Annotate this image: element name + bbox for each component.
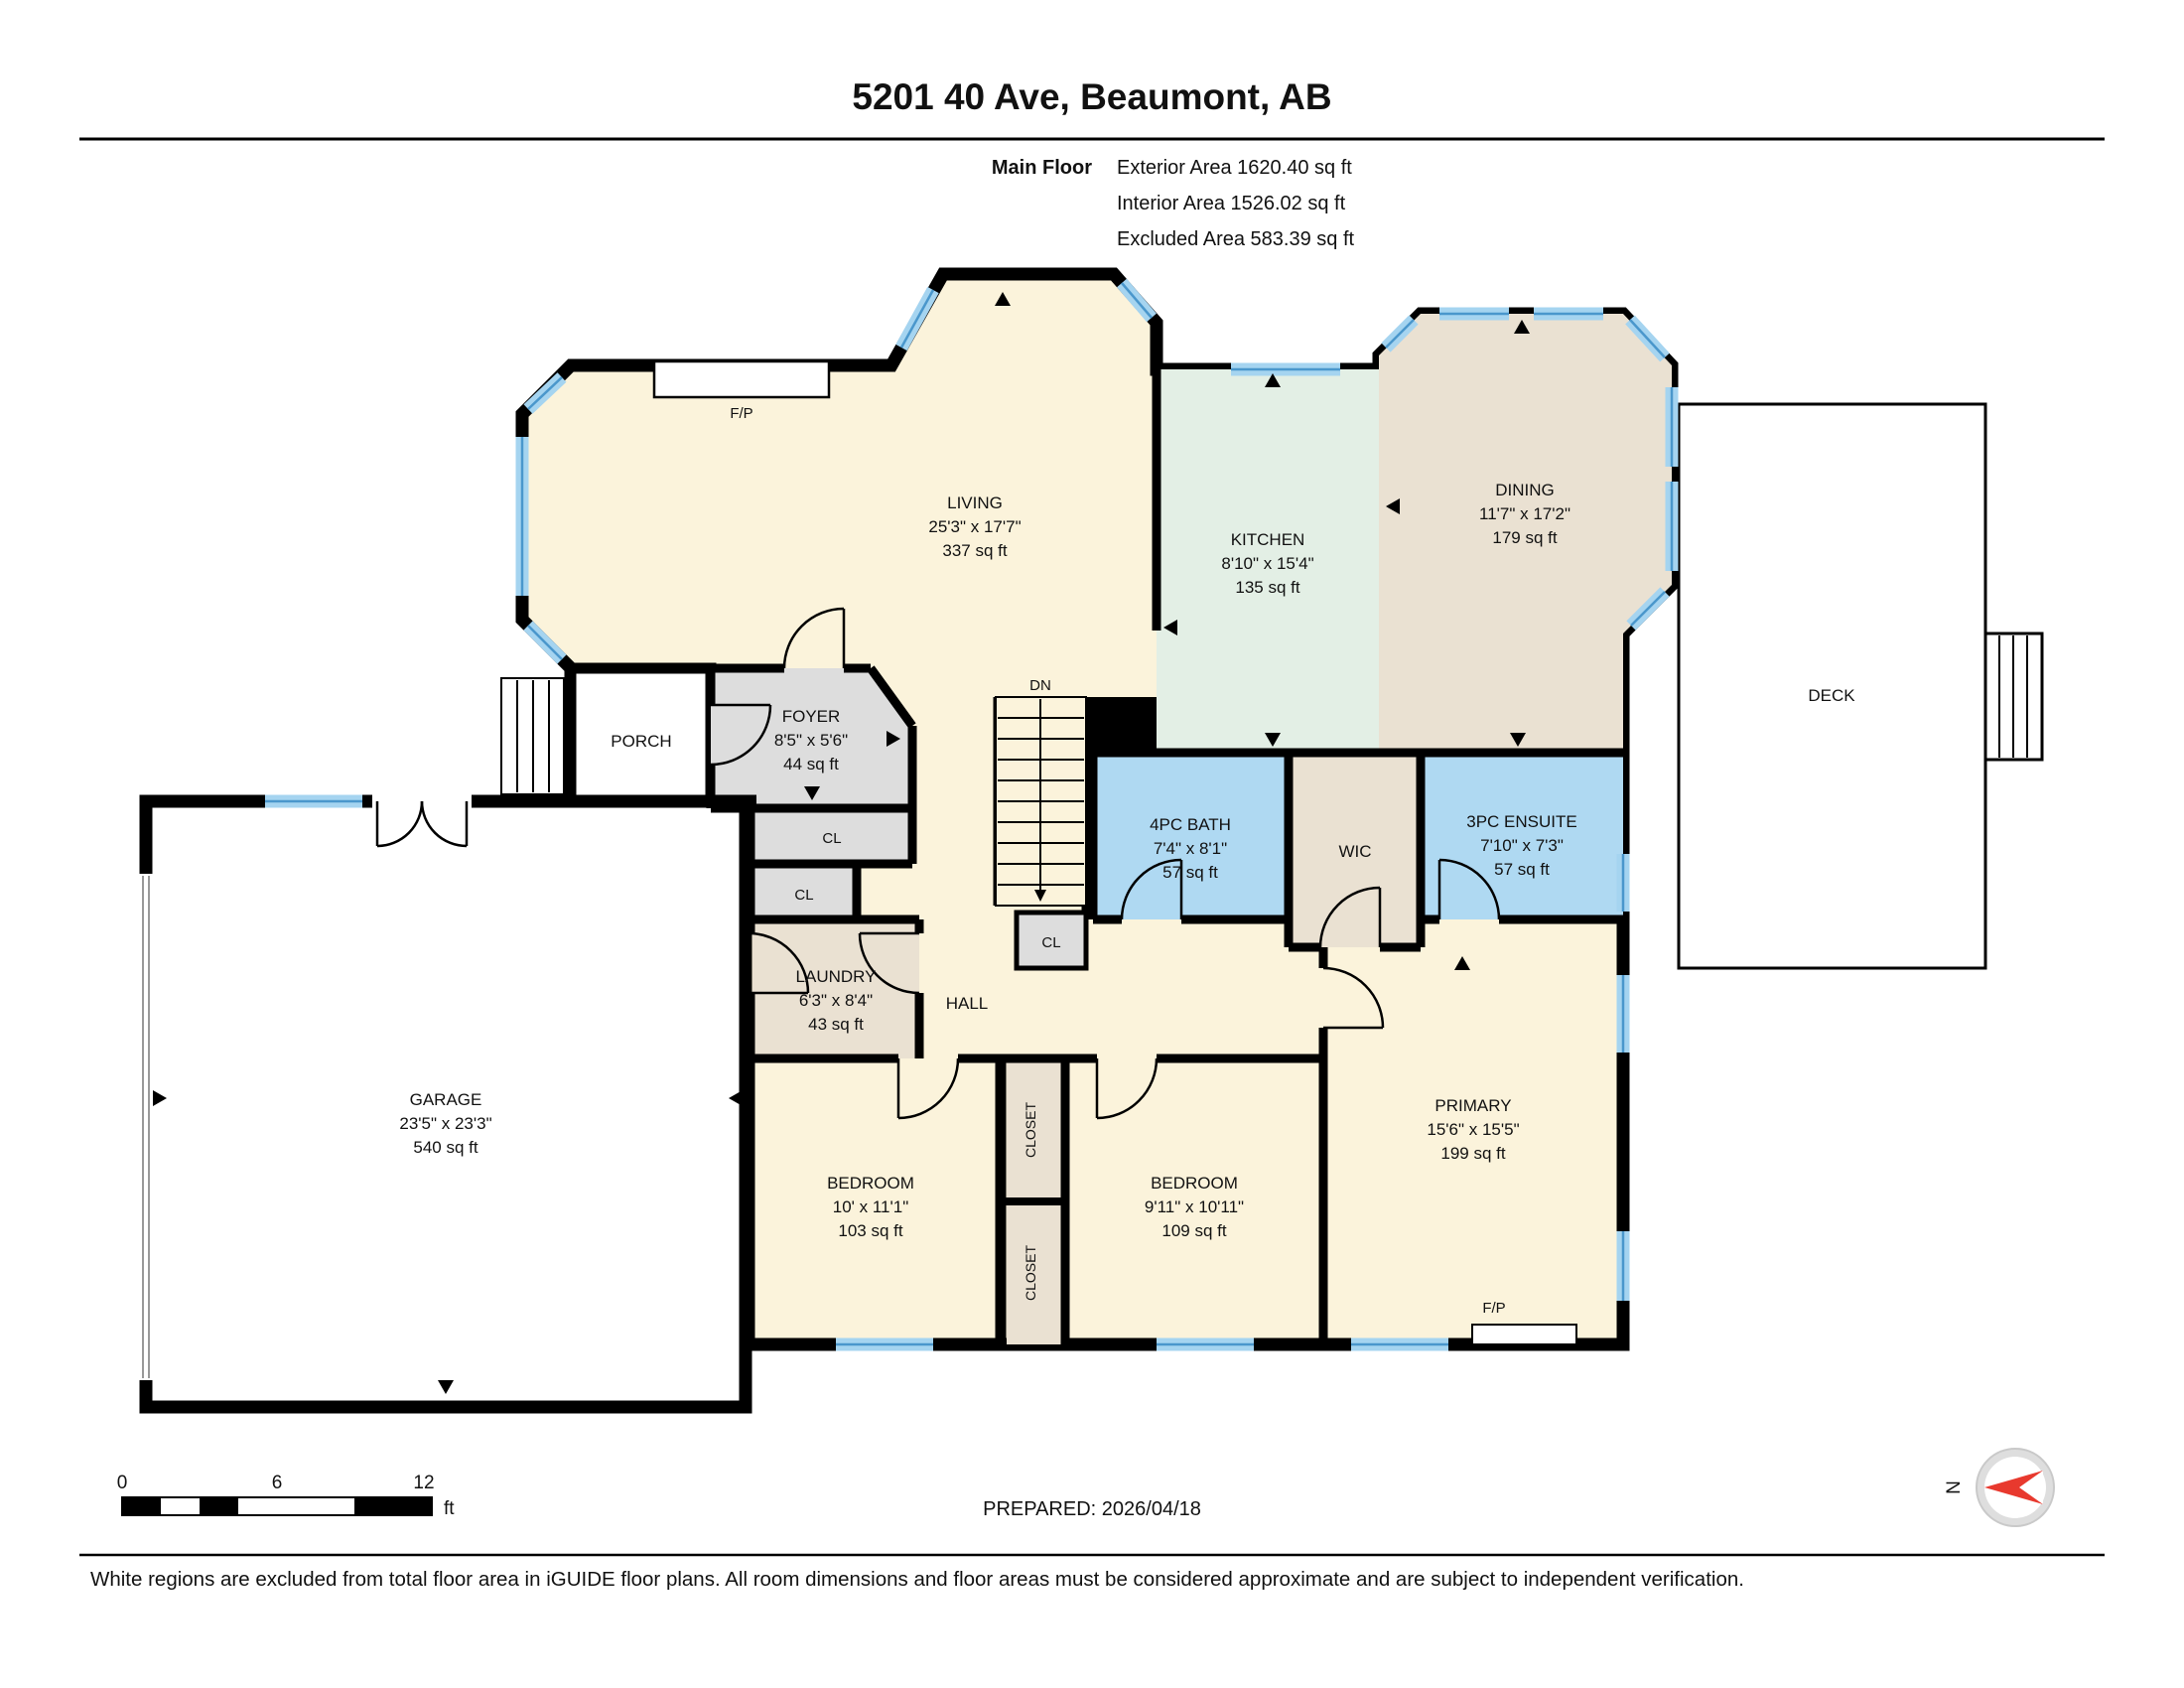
prepared-date: PREPARED: 2026/04/18 [983,1498,1201,1520]
room-dining [1379,314,1672,753]
porch-steps [500,677,565,795]
bedroom1-dims: 10' x 11'1" [833,1197,908,1216]
scale-bar: 0 6 12 ft [117,1473,456,1519]
excluded-area: Excluded Area 583.39 sq ft [1117,228,1354,250]
room-fills [139,314,1672,1414]
stairs [995,696,1087,907]
kitchen-dims: 8'10" x 15'4" [1221,554,1313,573]
scale-zero: 0 [117,1473,128,1493]
opening-arrows [153,292,1530,1394]
interior-area: Interior Area 1526.02 sq ft [1117,193,1346,214]
garage-door [138,874,154,1380]
doors [372,607,1501,1120]
room-kitchen [1157,369,1379,753]
primary-fireplace [1471,1324,1577,1345]
compass-north-label: N [1944,1480,1965,1494]
living-fp-label: F/P [730,405,752,422]
laundry-name: LAUNDRY [796,967,877,986]
compass: N [1944,1448,2055,1527]
bedroom2-dims: 9'11" x 10'11" [1145,1197,1244,1216]
hall-label: HALL [946,994,989,1013]
room-garage [139,794,752,1414]
kitchen-area: 135 sq ft [1235,578,1299,597]
foyer-dims: 8'5" x 5'6" [774,731,848,750]
interior-walls [564,369,1623,1350]
bedroom2-name: BEDROOM [1151,1174,1238,1193]
laundry-area: 43 sq ft [808,1015,864,1034]
room-labels: LIVING 25'3" x 17'7" 337 sq ft KITCHEN 8… [399,405,1855,1317]
garage-area: 540 sq ft [413,1138,478,1157]
room-cl1 [752,808,912,864]
foyer-area: 44 sq ft [783,755,839,774]
stairs-down-arrow [1034,890,1046,902]
dining-dims: 11'7" x 17'2" [1479,504,1570,523]
room-bath [1093,753,1289,919]
bedroom2-area: 109 sq ft [1161,1221,1226,1240]
living-fireplace [652,359,831,399]
porch-label: PORCH [611,732,671,751]
room-cl2 [752,864,857,919]
garage-dims: 23'5" x 23'3" [399,1114,491,1133]
room-closet-b [1007,1201,1065,1344]
foyer-name: FOYER [782,707,841,726]
scale-twelve: 12 [413,1473,434,1493]
page-title: 5201 40 Ave, Beaumont, AB [852,76,1331,117]
bath-dims: 7'4" x 8'1" [1154,839,1227,858]
scale-six: 6 [272,1473,283,1493]
room-closet-a [1007,1058,1065,1201]
primary-dims: 15'6" x 15'5" [1427,1120,1519,1139]
dn-label: DN [1029,677,1051,694]
room-ensuite [1421,753,1623,919]
living-area: 337 sq ft [942,541,1007,560]
fireplaces [652,359,1577,1345]
deck-outline [1677,402,1987,970]
header: 5201 40 Ave, Beaumont, AB Main Floor Ext… [79,76,2105,250]
ensuite-name: 3PC ENSUITE [1466,812,1576,831]
dining-area: 179 sq ft [1492,528,1557,547]
living-name: LIVING [947,493,1003,512]
primary-name: PRIMARY [1434,1096,1511,1115]
disclaimer-text: White regions are excluded from total fl… [90,1568,1744,1591]
bath-area: 57 sq ft [1162,863,1218,882]
compass-needle [1984,1471,2043,1504]
primary-area: 199 sq ft [1440,1144,1505,1163]
cl3-label: CL [1041,934,1060,951]
primary-fp-label: F/P [1482,1300,1505,1317]
deck [1677,402,2044,970]
living-dims: 25'3" x 17'7" [928,517,1021,536]
scale-unit: ft [444,1498,455,1519]
room-foyer [711,668,912,808]
bath-name: 4PC BATH [1150,815,1231,834]
wic-label: WIC [1338,842,1371,861]
floor-label: Main Floor [992,157,1092,179]
closet-a-label: CLOSET [1023,1102,1038,1158]
bedroom1-name: BEDROOM [827,1174,914,1193]
kitchen-name: KITCHEN [1231,530,1305,549]
ensuite-dims: 7'10" x 7'3" [1480,836,1564,855]
room-cl3 [1014,910,1089,971]
closet-b-label: CLOSET [1023,1245,1038,1301]
exterior-area: Exterior Area 1620.40 sq ft [1117,157,1352,179]
garage-name: GARAGE [410,1090,482,1109]
ensuite-area: 57 sq ft [1494,860,1550,879]
laundry-dims: 6'3" x 8'4" [799,991,873,1010]
deck-label: DECK [1808,686,1855,705]
bedroom1-area: 103 sq ft [838,1221,902,1240]
room-wic [1289,753,1421,947]
cl2-label: CL [794,887,813,904]
compass-needle-notch [2019,1471,2043,1504]
dining-name: DINING [1495,481,1555,499]
cl1-label: CL [822,830,841,847]
windows [265,278,1679,1351]
